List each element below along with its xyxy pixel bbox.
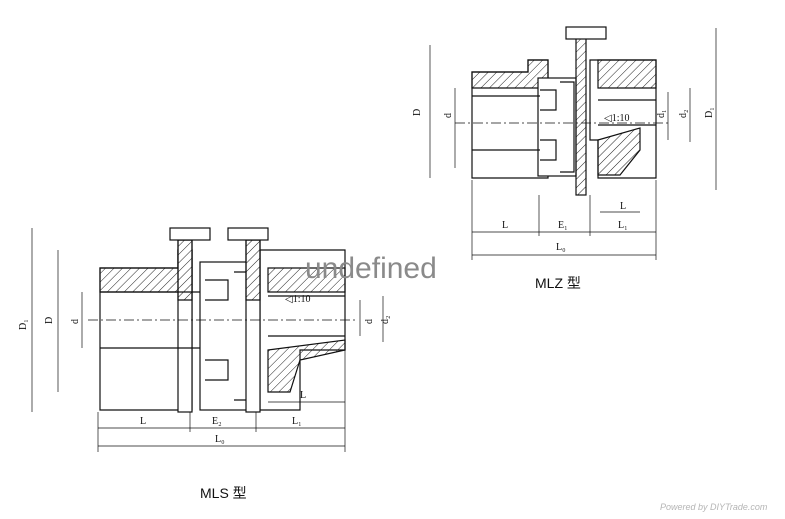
mls-dim-d2: d₂ [380, 316, 391, 325]
mls-dim-D: D [44, 317, 55, 324]
mls-bolt-head-left [169, 227, 211, 241]
mlz-dim-D1: D₁ [704, 107, 715, 118]
mlz-dim-D: D [412, 109, 423, 116]
mlz-left-hub-hatch-top [471, 59, 549, 89]
mlz-elastic-block [537, 77, 577, 177]
mlz-dim-L-small: L [620, 201, 626, 212]
footer-credit: Powered by DIYTrade.com [660, 502, 768, 512]
mlz-right-hub-hatch-bottom [597, 127, 641, 176]
mls-taper-label: ◁1:10 [285, 294, 310, 305]
mlz-drawing [455, 26, 670, 196]
mlz-dim-E1: E₁ [558, 220, 568, 231]
mls-dim-L0: L₀ [215, 434, 225, 445]
mlz-caption: MLZ 型 [535, 275, 581, 291]
mlz-dimensions [429, 28, 717, 260]
mls-caption: MLS 型 [200, 485, 247, 501]
mlz-dim-d1: d₁ [656, 110, 667, 119]
mls-bolt-head-right [227, 227, 269, 241]
mls-dim-D1: D₁ [18, 319, 29, 330]
mls-dim-L-small: L [300, 390, 306, 401]
mlz-disc [575, 34, 587, 196]
mls-dim-L1: L₁ [292, 416, 302, 427]
mlz-dim-L0: L₀ [556, 242, 566, 253]
mlz-dim-L1: L₁ [618, 220, 628, 231]
mls-dimensions [31, 228, 384, 452]
mlz-bolt-head [565, 26, 607, 40]
mls-elastic-block [199, 261, 253, 411]
mls-drawing [88, 227, 355, 413]
mlz-dim-L: L [502, 220, 508, 231]
mls-right-hub-hatch-top [267, 267, 346, 293]
mlz-claws [540, 81, 575, 173]
watermark-text: undefined [305, 252, 437, 285]
mlz-dim-d: d [443, 113, 454, 118]
mls-dim-L: L [140, 416, 146, 427]
mlz-dim-d2: d₂ [678, 110, 689, 119]
mls-dim-E2: E₂ [212, 416, 222, 427]
mlz-taper-label: ◁1:10 [604, 113, 629, 124]
mls-dim-d: d [70, 319, 81, 324]
mls-dim-d1: d [364, 319, 375, 324]
mlz-right-hub-hatch-top [597, 59, 657, 89]
mls-right-hub-hatch-bottom [267, 339, 346, 393]
